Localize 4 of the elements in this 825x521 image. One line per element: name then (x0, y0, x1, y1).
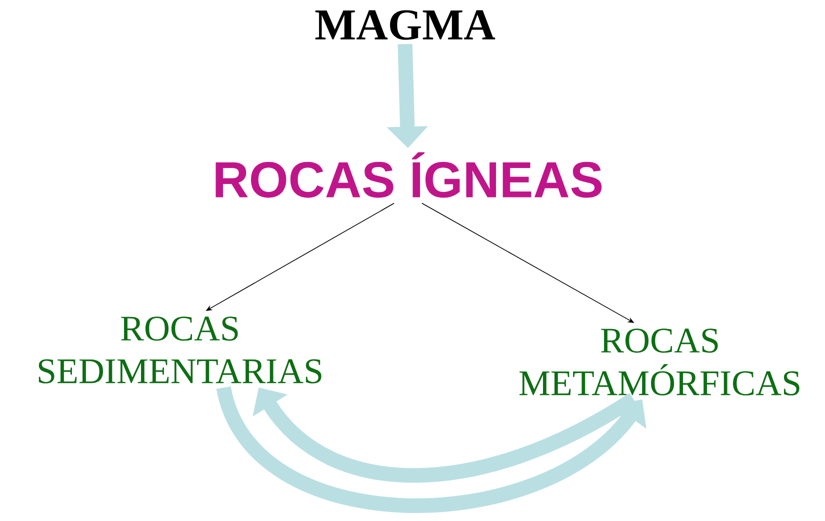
heading-text: ROCAS ÍGNEAS (216, 152, 602, 198)
rock-type-label: ROCAS SEDIMENTARIAS (38, 316, 322, 384)
title-text: MAGMA (315, 10, 496, 40)
rock-type-label: ROCAS METAMÓRFICAS (519, 328, 800, 396)
